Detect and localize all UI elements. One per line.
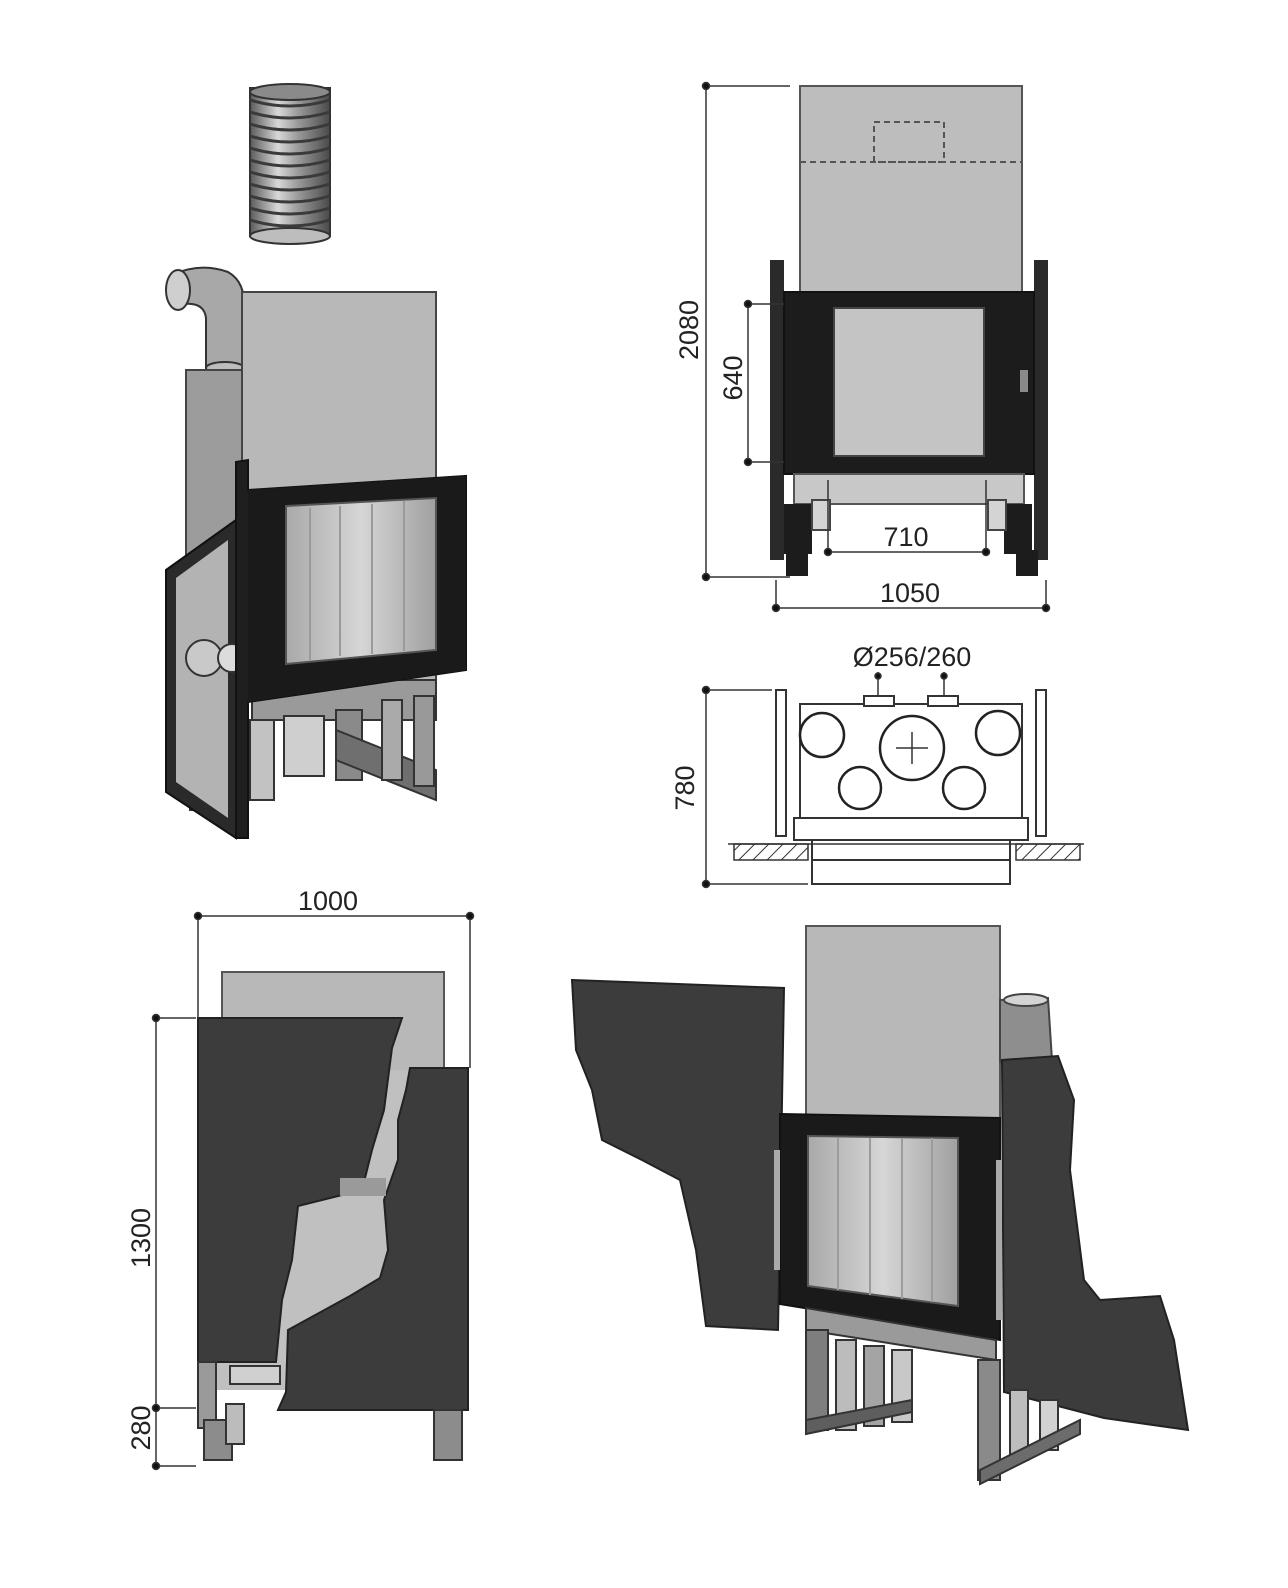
cladding-right-panel: [1000, 1054, 1190, 1432]
dim-total-height: 2080: [674, 300, 704, 360]
flue-elbow: [165, 266, 246, 375]
front-elevation: 2080 640 710 1050: [674, 81, 1051, 613]
dim-body-height: 1300: [126, 1208, 156, 1268]
flue-outlets: [798, 709, 1022, 811]
flexible-flue-pipe: [249, 83, 331, 245]
isometric-view: [165, 83, 467, 840]
plan-view: Ø256/260: [670, 642, 1084, 889]
dim-flue-diameter: Ø256/260: [853, 642, 972, 672]
front-door-glass: [285, 496, 437, 666]
dim-side-width: 1000: [298, 886, 358, 916]
side-cladding-left: [197, 1017, 404, 1363]
dim-door-height: 640: [718, 355, 748, 400]
side-knob-icon: [185, 639, 223, 677]
door-glass: [833, 307, 985, 457]
dim-depth: 780: [670, 765, 700, 810]
clad-door-glass: [807, 1134, 959, 1308]
dim-inner-width: 710: [883, 522, 928, 552]
dim-base-height: 280: [126, 1405, 156, 1450]
side-elevation: 1000 1300 280: [126, 886, 475, 1471]
cladding-left-panel: [570, 978, 786, 1332]
dim-outer-width: 1050: [880, 578, 940, 608]
clad-perspective-view: [570, 925, 1190, 1486]
